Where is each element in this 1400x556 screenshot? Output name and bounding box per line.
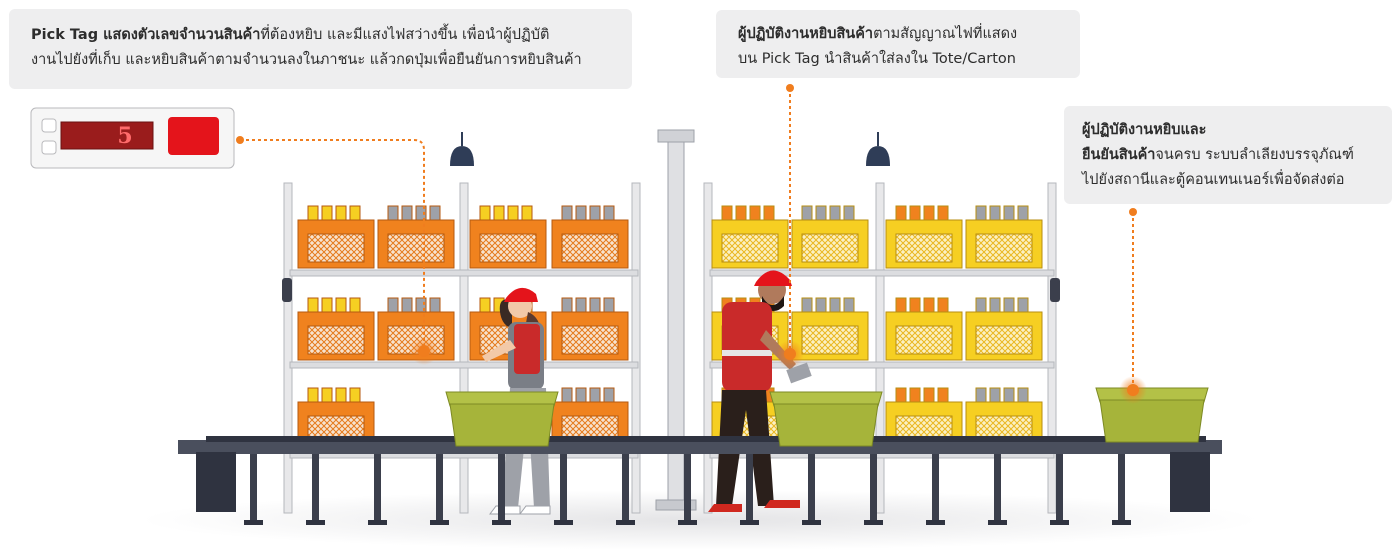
callout-confirm-bold-line1: ผู้ปฏิบัติงานหยิบและ <box>1082 122 1207 138</box>
callout-pick-tag-text1: ที่ต้องหยิบ และมีแสงไฟสว่างขึ้น เพื่อนำผ… <box>260 27 550 43</box>
callout-pick-tag-line1: Pick Tag แสดงตัวเลขจำนวนสินค้าที่ต้องหยิ… <box>31 23 610 48</box>
callout-pick-tag-bold: Pick Tag แสดงตัวเลขจำนวนสินค้า <box>31 27 261 43</box>
floor-shadow <box>140 490 1260 550</box>
callout-confirm-bold1: ผู้ปฏิบัติงานหยิบและ <box>1082 118 1374 143</box>
crate <box>551 205 629 269</box>
crate <box>469 205 547 269</box>
crate <box>965 297 1043 361</box>
highlight-points <box>410 337 1147 404</box>
pick-tag-display-value: 5 <box>117 123 132 149</box>
callout-confirm-bold-line2: ยืนยันสินค้า <box>1082 147 1156 163</box>
crate <box>551 297 629 361</box>
crate <box>297 297 375 361</box>
tote-icon <box>445 391 559 447</box>
tote-icon <box>1095 387 1209 443</box>
tote-icon <box>769 391 883 447</box>
shelf-left <box>283 182 641 514</box>
callout-picker-text2: บน Pick Tag นำสินค้าใส่ลงใน Tote/Carton <box>738 51 1016 67</box>
pick-tag-device-icon <box>30 107 235 169</box>
pendant-lamp-icon <box>450 132 474 166</box>
crate <box>791 297 869 361</box>
callout-picker: ผู้ปฏิบัติงานหยิบสินค้าตามสัญญาณไฟที่แสด… <box>716 10 1080 78</box>
connector-lines <box>240 88 1134 388</box>
callout-pick-tag-text2: งานไปยังที่เก็บ และหยิบสินค้าตามจำนวนลงใ… <box>31 52 582 68</box>
worker-icon <box>708 270 812 512</box>
connector-dots <box>236 84 1137 216</box>
crate <box>965 205 1043 269</box>
callout-picker-line1: ผู้ปฏิบัติงานหยิบสินค้าตามสัญญาณไฟที่แสด… <box>738 22 1058 47</box>
scanner-icon <box>282 278 1060 302</box>
crate <box>885 205 963 269</box>
crate <box>711 205 789 269</box>
crate <box>791 205 869 269</box>
conveyor-icon <box>178 436 1222 525</box>
crate <box>885 297 963 361</box>
pendant-lamp-icon <box>866 132 890 166</box>
crate <box>377 205 455 269</box>
callout-confirm-line2: ยืนยันสินค้าจนครบ ระบบลำเลียงบรรจุภัณฑ์ <box>1082 143 1374 168</box>
callout-confirm: ผู้ปฏิบัติงานหยิบและ ยืนยันสินค้าจนครบ ร… <box>1064 106 1392 204</box>
center-column <box>655 129 697 511</box>
callout-picker-bold: ผู้ปฏิบัติงานหยิบสินค้า <box>738 26 874 42</box>
callout-pick-tag: Pick Tag แสดงตัวเลขจำนวนสินค้าที่ต้องหยิ… <box>9 9 632 89</box>
callout-confirm-text3: ไปยังสถานีและตู้คอนเทนเนอร์เพื่อจัดส่งต่… <box>1082 172 1345 188</box>
callout-confirm-text2: จนครบ ระบบลำเลียงบรรจุภัณฑ์ <box>1155 147 1354 163</box>
crate <box>297 205 375 269</box>
callout-picker-text1: ตามสัญญาณไฟที่แสดง <box>873 26 1018 42</box>
